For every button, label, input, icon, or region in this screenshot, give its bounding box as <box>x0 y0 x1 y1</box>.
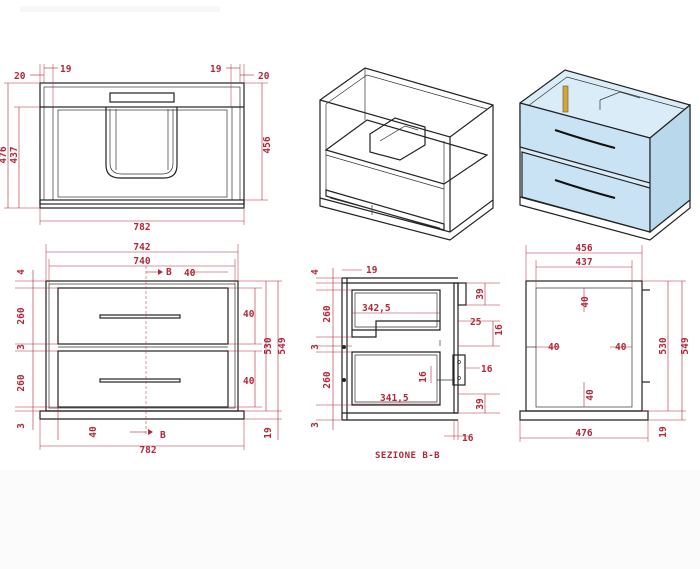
dim-side-40-left: 40 <box>548 342 560 353</box>
dim-front-742: 742 <box>133 242 150 253</box>
dim-sec-39-upper: 39 <box>475 288 486 300</box>
dim-front-40-bottom: 40 <box>88 426 99 438</box>
top-view <box>39 82 245 209</box>
dim-side-40-bottom: 40 <box>585 389 596 401</box>
dim-side-549: 549 <box>680 337 691 354</box>
dim-front-40-right-lower: 40 <box>243 376 255 387</box>
dim-top-20-left: 20 <box>14 71 26 82</box>
dim-sec-341-5: 341,5 <box>380 393 409 404</box>
dim-sec-3-low: 3 <box>310 422 321 428</box>
dim-front-740: 740 <box>133 256 150 267</box>
dim-side-456: 456 <box>575 243 592 254</box>
section-caption: SEZIONE B-B <box>375 451 440 461</box>
dim-top-19-left: 19 <box>60 64 72 75</box>
dim-sec-260-lower: 260 <box>322 371 333 388</box>
section-arrow-icon <box>158 269 163 275</box>
dim-side-40-top: 40 <box>580 296 591 308</box>
dim-top-476: 476 <box>0 146 9 163</box>
dim-sec-342-5: 342,5 <box>362 303 391 314</box>
dim-top-437: 437 <box>9 146 20 163</box>
dim-sec-25: 25 <box>470 317 482 328</box>
dim-front-4: 4 <box>16 269 27 275</box>
dim-side-476: 476 <box>575 428 592 439</box>
dim-sec-19: 19 <box>366 265 378 276</box>
dim-sec-4: 4 <box>310 269 321 275</box>
dim-sec-3-mid: 3 <box>310 344 321 350</box>
dim-front-530: 530 <box>263 337 274 354</box>
dim-front-549: 549 <box>277 337 288 354</box>
front-view <box>39 266 245 435</box>
dim-top-19-right: 19 <box>210 64 222 75</box>
side-view-dimensions: 456 437 40 40 40 40 530 549 19 476 <box>519 243 691 442</box>
dim-top-20-right: 20 <box>258 71 270 82</box>
section-arrow-icon <box>148 429 153 435</box>
dim-front-40-right-upper: 40 <box>243 309 255 320</box>
dim-top-782: 782 <box>133 222 150 233</box>
dim-front-3-low: 3 <box>16 423 27 429</box>
dim-sec-16-inner: 16 <box>418 371 429 383</box>
background-ghost-texture <box>0 6 700 569</box>
dim-front-260-lower: 260 <box>16 374 27 391</box>
dim-front-3-mid: 3 <box>16 344 27 350</box>
dim-front-40-top: 40 <box>184 268 196 279</box>
dim-side-437: 437 <box>575 257 592 268</box>
dim-front-b-bottom: B <box>160 430 166 441</box>
front-view-dimensions: 742 740 B 40 4 260 3 260 3 40 B 782 <box>15 242 288 456</box>
dim-side-530: 530 <box>658 337 669 354</box>
section-b-b-dimensions: 4 260 3 260 3 19 342,5 341,5 16 39 25 16… <box>310 265 505 461</box>
perspective-render <box>519 69 691 241</box>
dim-top-456: 456 <box>262 136 273 153</box>
dim-front-19: 19 <box>263 427 274 439</box>
dim-sec-39-lower: 39 <box>475 398 486 410</box>
dim-front-260-upper: 260 <box>16 307 27 324</box>
dim-sec-16-bottom: 16 <box>462 433 474 444</box>
dim-front-782: 782 <box>139 445 156 456</box>
dim-front-b-top: B <box>166 267 172 278</box>
dim-side-40-right: 40 <box>615 342 627 353</box>
top-view-dimensions: 20 19 19 20 476 437 456 782 <box>0 64 273 233</box>
dim-side-19: 19 <box>658 426 669 438</box>
perspective-carcass <box>319 67 494 241</box>
dim-sec-16-right-upper: 16 <box>494 324 505 336</box>
dim-sec-16-right: 16 <box>481 364 493 375</box>
dim-sec-260-upper: 260 <box>322 305 333 322</box>
section-b-b <box>341 277 467 421</box>
